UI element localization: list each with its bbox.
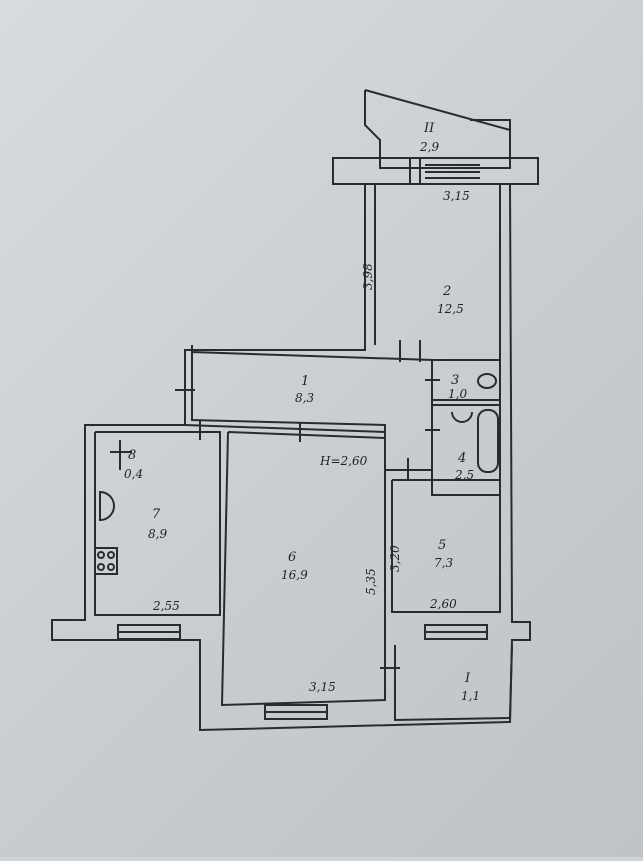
- room-6-wall: [220, 431, 386, 707]
- dim-room5-length: 3,20: [388, 545, 402, 572]
- room-2-area: 12,5: [437, 302, 464, 316]
- bathtub-icon: [477, 409, 499, 473]
- room-6-area: 16,9: [281, 568, 308, 582]
- toilet-icon: [477, 373, 497, 389]
- dim-room7-width: 2,55: [152, 599, 180, 613]
- room-5-wall: [391, 479, 501, 613]
- room-2-number: 2: [442, 284, 451, 299]
- room-7-wall: [94, 431, 221, 616]
- sink-icon: [99, 490, 115, 522]
- balcony-bottom-wall: [394, 644, 513, 722]
- balcony-top-outline: [364, 90, 511, 169]
- room-7-area: 8,9: [148, 527, 167, 541]
- dim-room5-width: 2,60: [429, 597, 457, 611]
- room-7-number: 7: [152, 507, 161, 522]
- room-II-area: 2,9: [419, 140, 439, 154]
- balcony-top-slab: [332, 157, 539, 185]
- room-3-area: 1,0: [448, 387, 467, 401]
- room-1-area: 8,3: [295, 391, 314, 405]
- room-1-number: 1: [301, 374, 309, 389]
- room-4-wall: [431, 404, 501, 496]
- dim-ceiling-height: H=2,60: [319, 454, 368, 468]
- room-I-number: I: [464, 671, 471, 686]
- room-4-number: 4: [457, 451, 466, 466]
- room-I-area: 1,1: [461, 689, 480, 703]
- balcony-top-slant-wall: [364, 89, 511, 131]
- washbasin-icon: [451, 411, 473, 423]
- room-3-number: 3: [451, 373, 459, 388]
- walls: [51, 89, 539, 732]
- room-8-area: 0,4: [124, 467, 143, 481]
- room-6-number: 6: [288, 550, 296, 565]
- room-II-number: II: [423, 121, 435, 136]
- room-5-area: 7,3: [434, 556, 453, 570]
- dim-balcony-top-width: 3,15: [443, 189, 470, 203]
- stove-icon: [94, 547, 118, 575]
- room-4-area: 2,5: [454, 468, 474, 482]
- room-8-number: 8: [128, 448, 136, 463]
- dim-room2-length: 3,98: [361, 263, 375, 290]
- dim-room6-length: 5,35: [364, 568, 378, 595]
- room-5-number: 5: [438, 538, 446, 553]
- dim-room6-width: 3,15: [309, 680, 336, 694]
